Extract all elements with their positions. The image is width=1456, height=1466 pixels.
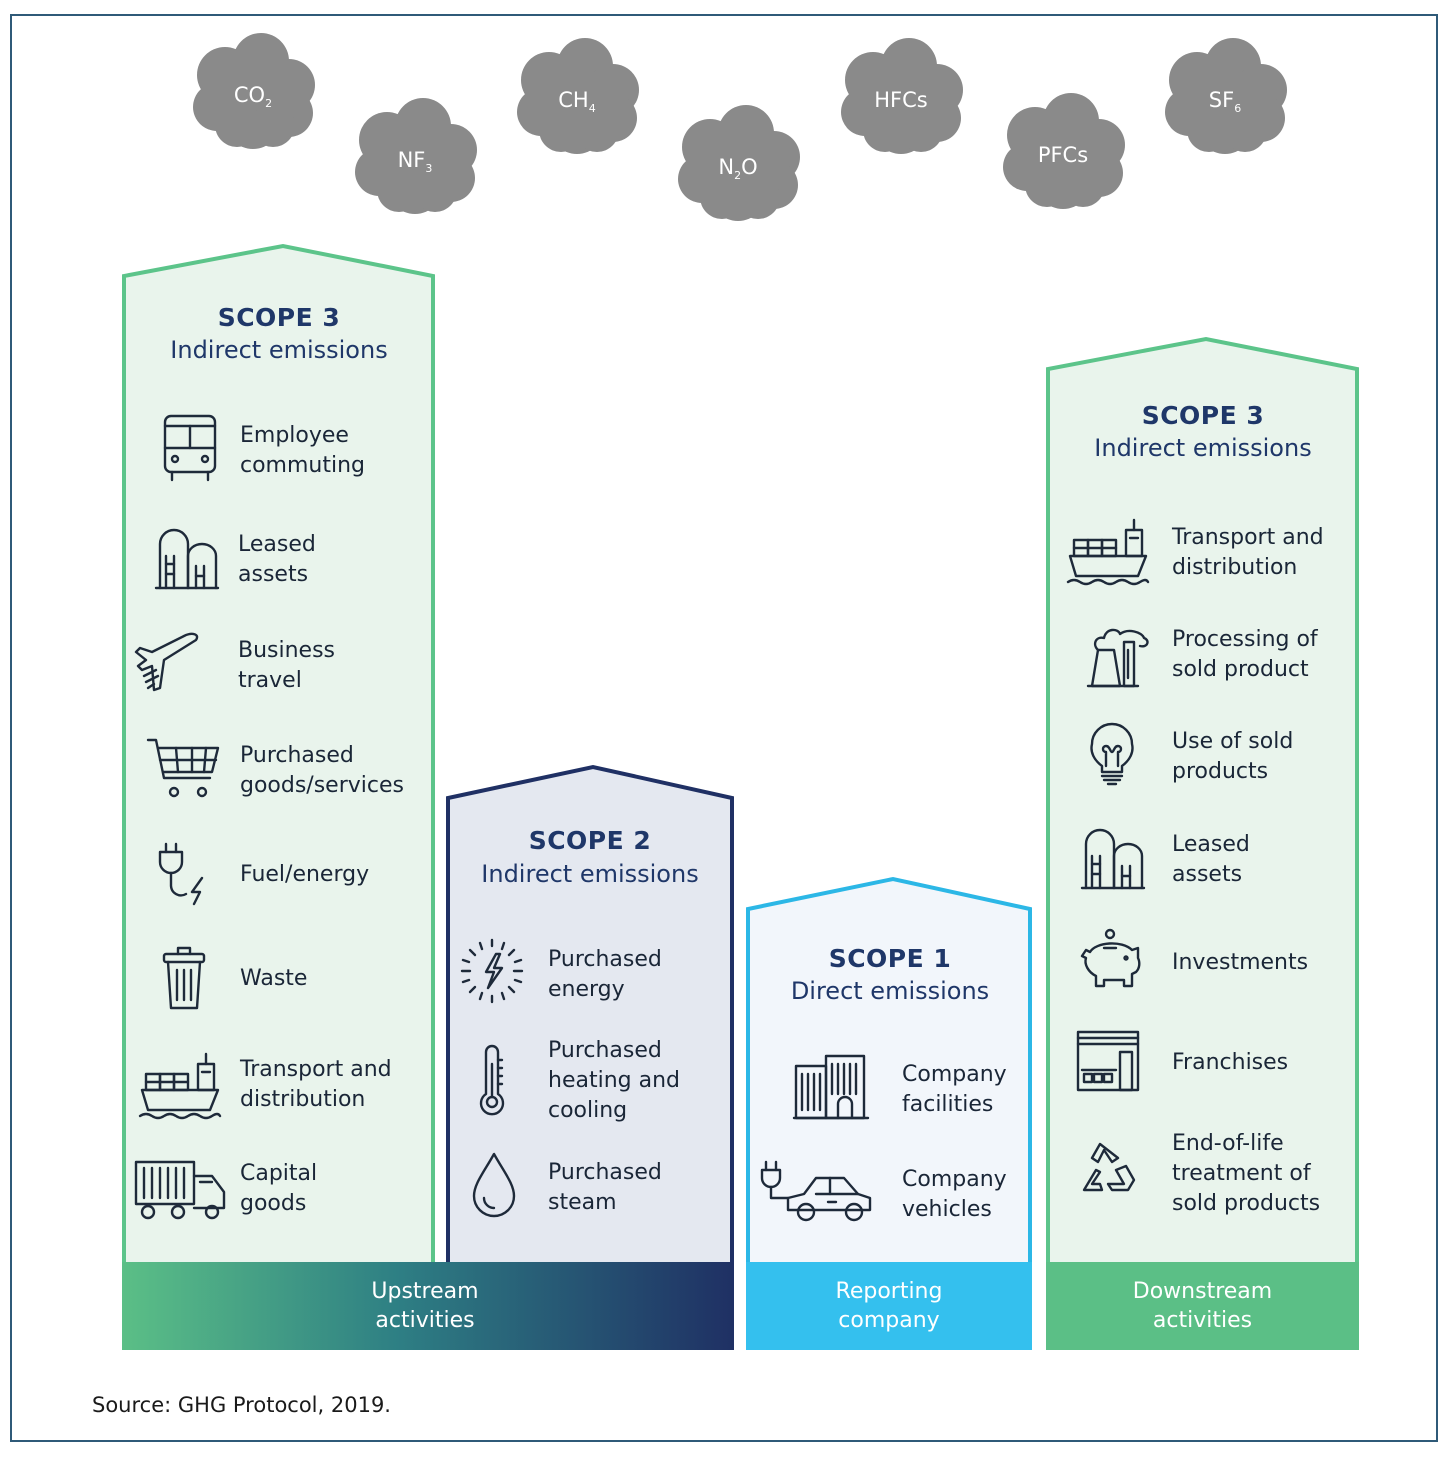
figure-frame (10, 14, 1438, 1442)
list-item: Business travel (238, 638, 336, 693)
list-item: Purchased heating and cooling (548, 1038, 680, 1123)
cloud-label: N2O (718, 155, 757, 182)
scope3-downstream-title: SCOPE 3 (1141, 401, 1265, 430)
trash-icon (162, 946, 206, 1010)
cloud-ch4: CH4 (517, 38, 639, 154)
scope1-subtitle: Direct emissions (790, 977, 990, 1005)
list-item: Franchises (1172, 1050, 1289, 1075)
source-note: Source: GHG Protocol, 2019. (92, 1393, 391, 1417)
list-item: Company vehicles (902, 1167, 1007, 1222)
downstream-band-label: Downstream activities (1132, 1279, 1273, 1333)
list-item: Purchased steam (548, 1160, 662, 1215)
list-item: Processing of sold product (1172, 627, 1318, 682)
scope2-subtitle: Indirect emissions (481, 860, 699, 888)
building-icon (792, 1054, 870, 1120)
ship-icon (1066, 518, 1150, 586)
scope3-upstream-title: SCOPE 3 (217, 303, 341, 332)
list-item: Purchased energy (548, 947, 662, 1002)
cloud-co2: CO2 (193, 33, 315, 149)
silo-icon (154, 528, 220, 590)
cloud-pfcs: PFCs (1003, 93, 1125, 209)
thermometer-icon (479, 1044, 505, 1116)
storefront-icon (1076, 1030, 1140, 1092)
cloud-label: SF6 (1209, 88, 1241, 115)
list-item: Employee commuting (240, 423, 366, 478)
cloud-label: CH4 (558, 88, 595, 115)
cloud-hfcs: HFCs (841, 38, 963, 154)
lightning-icon (460, 938, 524, 1004)
list-item: Waste (240, 966, 308, 991)
reporting-band (746, 1262, 1032, 1350)
cloud-label: NF3 (398, 148, 433, 175)
cloud-nf3: NF3 (355, 98, 477, 214)
list-item: Purchased goods/services (240, 743, 404, 798)
cloud-sf6: SF6 (1165, 38, 1287, 154)
scope3-upstream-subtitle: Indirect emissions (170, 336, 388, 364)
silo-icon (1080, 828, 1146, 890)
upstream-band (122, 1262, 734, 1350)
ship-icon (138, 1052, 222, 1120)
list-item: Leased assets (1172, 832, 1250, 887)
cart-icon (146, 738, 220, 798)
list-item: Investments (1172, 950, 1309, 975)
list-item: Transport and distribution (1172, 525, 1324, 580)
scope2-title: SCOPE 2 (528, 826, 652, 855)
reporting-band-label: Reporting company (835, 1279, 943, 1333)
piggy-bank-icon (1080, 928, 1141, 988)
electric-car-icon (760, 1160, 872, 1222)
cloud-n2o: N2O (678, 105, 800, 221)
plug-icon (158, 842, 204, 906)
upstream-band-label: Upstream activities (371, 1279, 479, 1333)
recycle-icon (1082, 1142, 1136, 1192)
scope3-downstream-column (1046, 336, 1359, 1267)
cloud-label: CO2 (234, 83, 272, 110)
downstream-band (1046, 1262, 1359, 1350)
list-item: End-of-life treatment of sold products (1172, 1131, 1321, 1216)
factory-icon (1086, 628, 1149, 688)
scope3-downstream-subtitle: Indirect emissions (1094, 434, 1312, 462)
droplet-icon (472, 1152, 516, 1218)
list-item: Company facilities (902, 1062, 1007, 1117)
list-item: Fuel/energy (240, 862, 370, 887)
list-item: Transport and distribution (240, 1057, 392, 1112)
airplane-icon (134, 632, 199, 692)
truck-icon (134, 1160, 226, 1220)
scope1-title: SCOPE 1 (828, 944, 952, 973)
list-item: Capital goods (240, 1161, 318, 1216)
lightbulb-icon (1090, 722, 1134, 786)
bus-icon (163, 414, 217, 482)
list-item: Use of sold products (1172, 729, 1294, 784)
cloud-label: HFCs (874, 88, 927, 112)
list-item: Leased assets (238, 532, 316, 587)
cloud-label: PFCs (1038, 143, 1088, 167)
